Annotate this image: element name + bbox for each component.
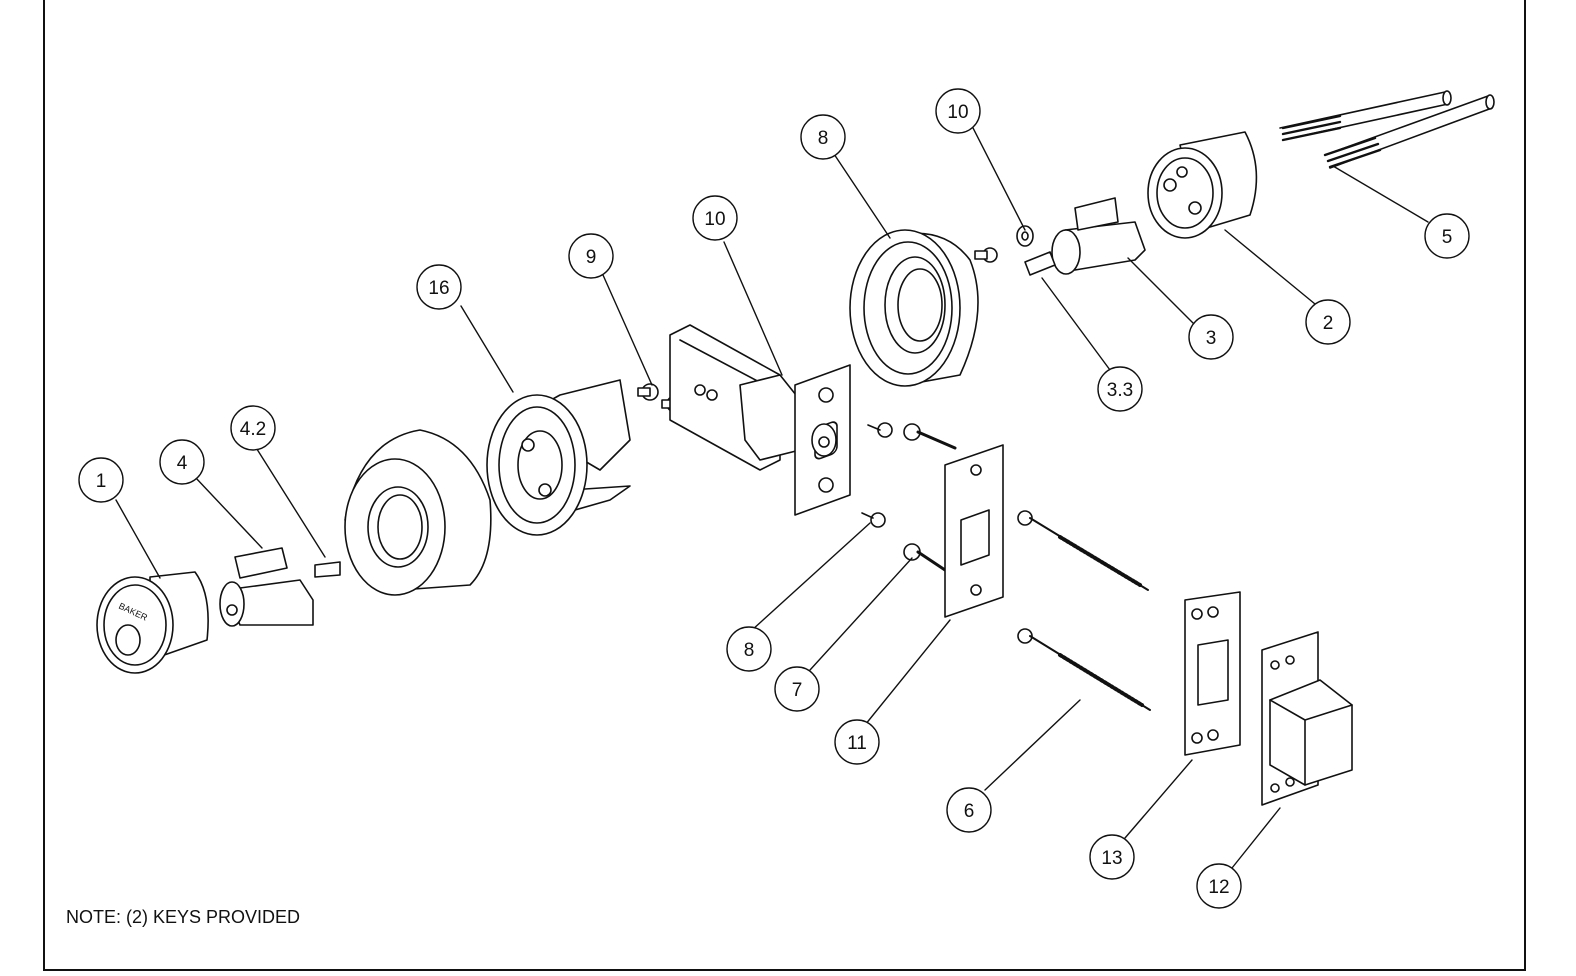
exterior-rose bbox=[344, 429, 492, 596]
callout-11: 9 bbox=[568, 233, 614, 279]
part-6-wood-screws bbox=[1017, 510, 1151, 711]
callout-5: 5 bbox=[1424, 213, 1470, 259]
callout-12: 10 bbox=[692, 195, 738, 241]
leader-lines bbox=[115, 123, 1429, 869]
svg-text:7: 7 bbox=[792, 680, 803, 701]
callout-7: 7 bbox=[774, 666, 820, 712]
keys-note: NOTE: (2) KEYS PROVIDED bbox=[66, 907, 301, 927]
callout-4: 4 bbox=[159, 439, 205, 485]
svg-text:16: 16 bbox=[428, 278, 449, 299]
callout-14: 12 bbox=[1196, 863, 1242, 909]
svg-text:8: 8 bbox=[744, 640, 755, 661]
callouts: 1 4 4.2 16 9 10 8 10 bbox=[78, 88, 1470, 909]
part-4-cylinder bbox=[219, 547, 341, 627]
part-13-strike-plate bbox=[944, 444, 1004, 618]
callout-10: 10 bbox=[935, 88, 981, 134]
svg-text:5: 5 bbox=[1442, 227, 1453, 248]
svg-text:11: 11 bbox=[847, 733, 867, 754]
drawing-border bbox=[43, 0, 1526, 971]
part-1-cylinder-housing: BAKER bbox=[96, 571, 209, 674]
svg-text:3.3: 3.3 bbox=[1107, 380, 1133, 401]
svg-text:13: 13 bbox=[1101, 848, 1122, 869]
svg-text:4.2: 4.2 bbox=[240, 419, 266, 440]
svg-text:1: 1 bbox=[96, 471, 107, 492]
part-12-deadbolt-latch bbox=[669, 324, 851, 516]
part-5-bolts bbox=[1279, 90, 1495, 169]
svg-text:9: 9 bbox=[586, 247, 597, 268]
callout-8: 8 bbox=[726, 626, 772, 672]
svg-text:4: 4 bbox=[177, 453, 188, 474]
callout-1: 1 bbox=[78, 457, 124, 503]
callout-6: 6 bbox=[946, 787, 992, 833]
callout-4-2: 4.2 bbox=[230, 405, 276, 451]
part-14-dust-box bbox=[1261, 631, 1353, 806]
part-16-mounting-plate bbox=[486, 379, 631, 536]
callout-3-3: 3.3 bbox=[1097, 366, 1143, 412]
svg-text:10: 10 bbox=[704, 209, 725, 230]
part-7-screws bbox=[903, 423, 957, 572]
part-10-washer bbox=[974, 225, 1034, 263]
callout-2: 2 bbox=[1305, 299, 1351, 345]
svg-text:8: 8 bbox=[818, 128, 829, 149]
part-3-interior-cylinder bbox=[1024, 197, 1146, 276]
svg-text:3: 3 bbox=[1206, 328, 1217, 349]
part-8-screws bbox=[861, 422, 893, 528]
svg-text:10: 10 bbox=[947, 102, 968, 123]
callout-16: 16 bbox=[416, 264, 462, 310]
part-15-strike bbox=[1184, 591, 1241, 756]
callout-15: 13 bbox=[1089, 834, 1135, 880]
svg-text:6: 6 bbox=[964, 801, 975, 822]
svg-text:12: 12 bbox=[1208, 877, 1229, 898]
part-2-interior-housing bbox=[1147, 131, 1258, 239]
callout-3: 3 bbox=[1188, 314, 1234, 360]
callout-9: 8 bbox=[800, 114, 846, 160]
part-9-interior-rose bbox=[849, 229, 979, 387]
svg-text:2: 2 bbox=[1323, 313, 1334, 334]
callout-13: 11 bbox=[834, 719, 880, 765]
